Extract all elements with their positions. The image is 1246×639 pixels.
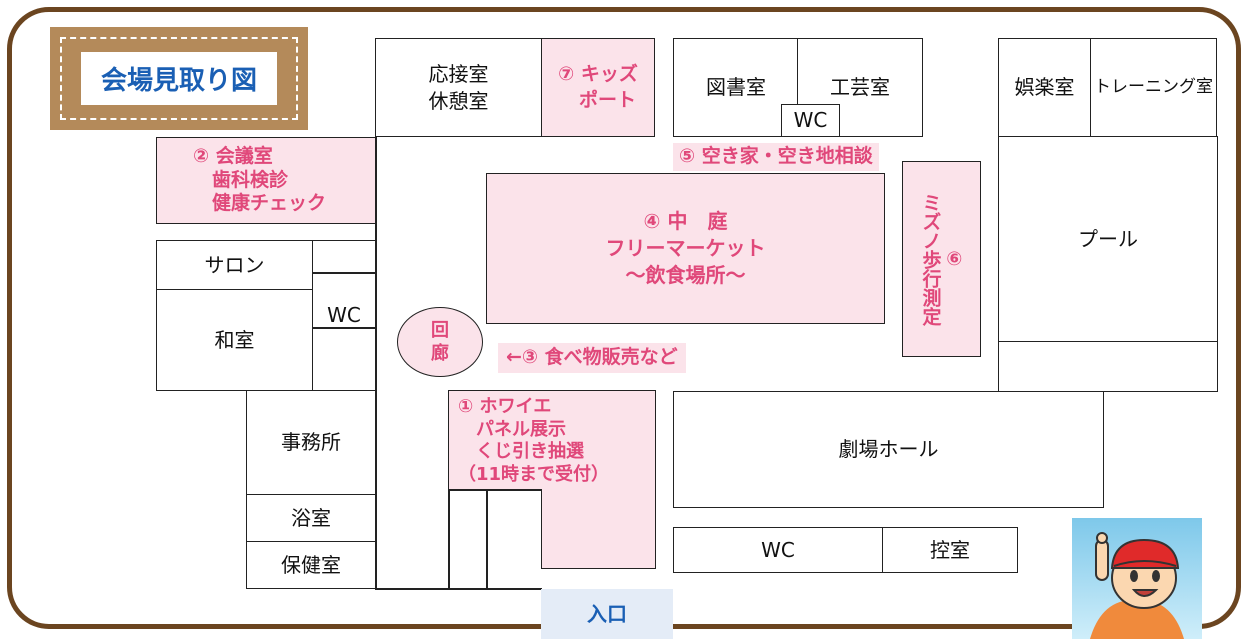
title-plate: 会場見取り図 <box>50 27 308 130</box>
entrance: 入口 <box>541 589 673 639</box>
room-health: 保健室 <box>246 541 376 589</box>
entrance-col-2 <box>486 489 488 589</box>
corridor-wall <box>375 137 377 588</box>
room-washitsu: 和室 <box>156 289 313 391</box>
room-pool-annex <box>998 341 1218 392</box>
label-vacant-house: ⑤ 空き家・空き地相談 <box>673 143 879 171</box>
corridor-oval: 回 廊 <box>397 307 483 377</box>
foyer-top <box>448 390 656 490</box>
mizuno-label: ⑥ ミズノ歩行測定 <box>919 192 966 326</box>
wc-left-label: WC <box>327 303 361 327</box>
room-kids-port: ⑦ キッズ ポート <box>541 38 655 137</box>
room-mizuno: ⑥ ミズノ歩行測定 <box>902 161 981 357</box>
room-meeting: ② 会議室 歯科検診 健康チェック <box>156 137 376 224</box>
foyer-label: ① ホワイエ パネル展示 くじ引き抽選 （11時まで受付） <box>458 396 610 485</box>
room-wc-left: WC <box>312 240 376 391</box>
room-theater: 劇場ホール <box>673 391 1104 508</box>
room-salon: サロン <box>156 240 313 290</box>
title-dashed-border: 会場見取り図 <box>60 37 298 120</box>
boy-pointing-icon <box>1090 532 1184 639</box>
foyer-inner-edge <box>448 489 542 491</box>
entrance-floor <box>375 588 542 590</box>
room-training: トレーニング室 <box>1090 38 1217 137</box>
room-library: 図書室 <box>673 38 799 137</box>
room-wc-top: WC <box>781 104 840 137</box>
entrance-col-1 <box>448 489 450 589</box>
room-office: 事務所 <box>246 390 376 495</box>
mascot-icon <box>1072 518 1202 639</box>
foyer-bottom <box>541 489 656 569</box>
room-green: 控室 <box>882 527 1018 573</box>
page-title: 会場見取り図 <box>80 52 277 105</box>
courtyard: ④ 中 庭 フリーマーケット 〜飲食場所〜 <box>486 173 885 324</box>
room-reception: 応接室 休憩室 <box>375 38 542 137</box>
wc-divider-top <box>312 272 376 274</box>
room-recreation: 娯楽室 <box>998 38 1091 137</box>
room-pool: プール <box>998 136 1218 342</box>
label-food-sales: ←③ 食べ物販売など <box>498 343 686 373</box>
room-bath: 浴室 <box>246 494 376 542</box>
room-wc-bottom: WC <box>673 527 883 573</box>
wc-divider-bottom <box>312 327 376 329</box>
